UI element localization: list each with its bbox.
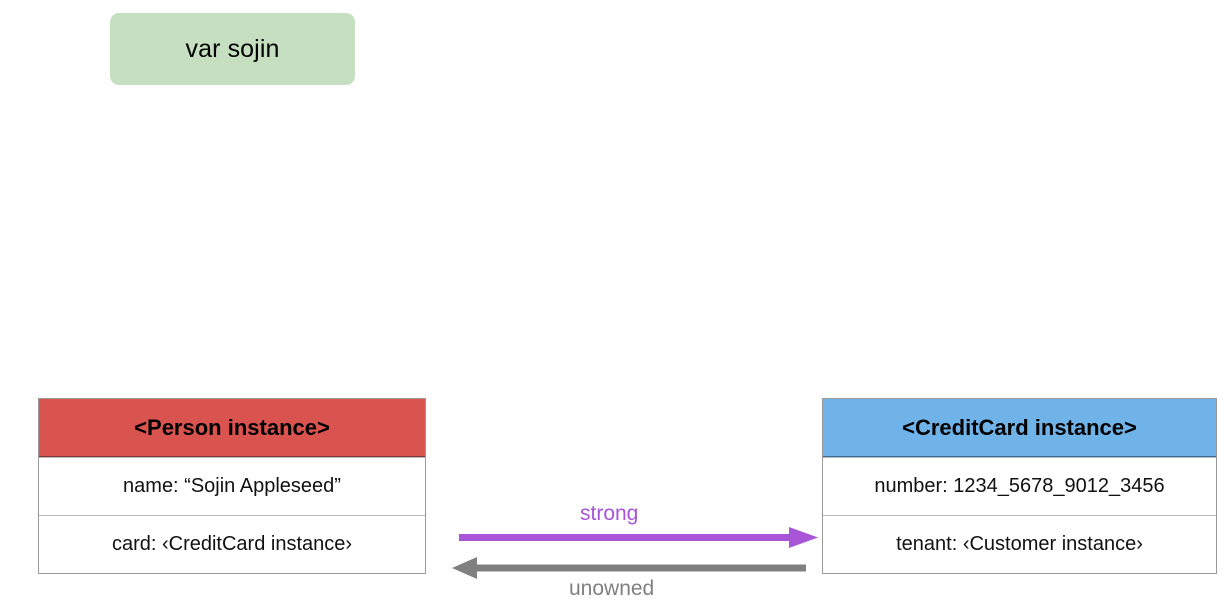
relationship-arrows-svg xyxy=(452,527,818,579)
creditcard-property-tenant: tenant: ‹Customer instance› xyxy=(823,515,1216,573)
person-instance-box: <Person instance> name: “Sojin Appleseed… xyxy=(38,398,426,574)
unowned-arrow-icon xyxy=(452,557,806,579)
creditcard-instance-box: <CreditCard instance> number: 1234_5678_… xyxy=(822,398,1217,574)
relationship-arrow-group: strong unowned xyxy=(430,490,830,608)
strong-arrow-icon xyxy=(459,527,818,548)
creditcard-instance-header: <CreditCard instance> xyxy=(823,399,1216,457)
person-property-card: card: ‹CreditCard instance› xyxy=(39,515,425,573)
unowned-arrow-label: unowned xyxy=(569,577,655,600)
creditcard-property-number: number: 1234_5678_9012_3456 xyxy=(823,457,1216,515)
person-instance-header: <Person instance> xyxy=(39,399,425,457)
variable-chip-sojin: var sojin xyxy=(110,13,355,85)
strong-arrow-label: strong xyxy=(580,502,639,525)
variable-chip-label: var sojin xyxy=(185,34,280,63)
person-property-name: name: “Sojin Appleseed” xyxy=(39,457,425,515)
